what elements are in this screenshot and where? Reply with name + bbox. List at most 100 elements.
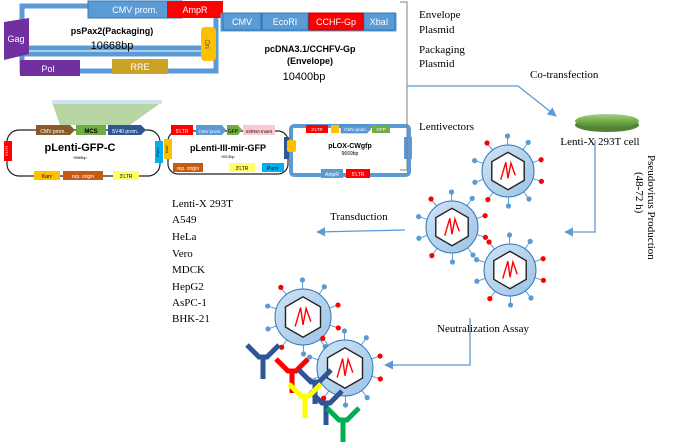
glycoprotein-tip <box>525 139 531 145</box>
envelope-plasmid-label: Plasmid <box>419 24 455 36</box>
glycoprotein-tip <box>527 238 533 244</box>
glycoprotein-tip <box>265 326 271 332</box>
plenti-gfp-rep-label: rep. origin <box>72 174 94 180</box>
capsid-hexagon <box>493 250 527 290</box>
plox-gfp <box>372 125 390 133</box>
plox-small-element <box>331 125 339 133</box>
plenti-mir-5ltr-label: 5'LTR <box>176 129 189 135</box>
rna-genome <box>502 259 518 279</box>
pspax2-name: psPax2(Packaging) <box>71 26 154 36</box>
glycoprotein-tip <box>429 253 435 259</box>
rna-genome <box>500 160 516 180</box>
plenti-gfp-size: 9989bp <box>73 155 87 160</box>
plenti-mir-puro <box>262 163 284 172</box>
plenti-gfp-kan <box>34 171 60 180</box>
plox-name: pLOX-CWgfp <box>328 143 372 150</box>
flow-connectors <box>316 1 596 370</box>
glycoprotein-tip <box>507 302 514 308</box>
glycoprotein-tip <box>265 303 271 309</box>
pcdna-seg-ecori-label: EcoRI <box>273 17 298 27</box>
glycoprotein-tip <box>505 203 512 209</box>
glycoprotein-tip <box>482 234 489 240</box>
plenti-mir-kan <box>164 139 172 159</box>
plenti-mir-gfp-label: GFP <box>228 129 239 135</box>
cotransfection-label: Co-transfection <box>530 69 599 81</box>
lenti-x-cell <box>575 114 639 132</box>
packaging-label: Packaging <box>419 44 465 56</box>
plox-plasmid: 3'LTR CMV prom GFP pLOX-CWgfp 9669bp Amp… <box>287 124 412 178</box>
glycoprotein-tip <box>342 402 349 408</box>
glycoprotein-tip <box>279 344 285 350</box>
pspax2-ori-label: Ori <box>203 39 210 49</box>
pcdna-seg-cmv <box>222 12 262 31</box>
rna-genome <box>444 216 460 236</box>
plenti-mir-size: 9913bp <box>221 154 235 159</box>
plenti-mir-kan-label: Kanʳ <box>164 145 169 153</box>
rna-genome <box>336 356 354 378</box>
plenti-gfp-sv40 <box>108 125 146 135</box>
glycoprotein-tip <box>474 278 480 284</box>
glycoprotein-tip <box>416 235 422 241</box>
plenti-gfp-3ltr <box>113 171 139 180</box>
antibody <box>245 343 281 379</box>
glycoprotein-tip <box>482 213 488 219</box>
glycoprotein-tip <box>449 259 456 265</box>
plox-amp <box>321 169 343 178</box>
glycoprotein-tip <box>320 335 326 341</box>
glycoprotein-tip <box>335 302 341 308</box>
pseudovirus-label: Pseudovirus Production <box>645 155 657 260</box>
plenti-gfp-3ltr-label: 3'LTR <box>120 174 133 180</box>
plox-5ltr <box>346 169 370 178</box>
plenti-gfp-mcs-label: MCS <box>84 129 97 135</box>
cell-line-item: Vero <box>172 248 193 260</box>
plox-gfp-label: GFP <box>376 127 385 132</box>
capsid-hexagon <box>326 346 364 390</box>
pcdna-name: pcDNA3.1/CCHFV-Gp <box>264 44 356 54</box>
envelope-label: Envelope <box>419 9 461 21</box>
cell-line-item: AsPC-1 <box>172 297 207 309</box>
plenti-mir-plasmid: 5'LTR CMV prom. GFP miRNA Insert Kanʳ pL… <box>164 125 292 175</box>
packaging-plasmid-label: Plasmid <box>419 58 455 70</box>
plenti-mir-rep <box>173 163 203 172</box>
glycoprotein-tip <box>484 140 490 146</box>
glycoprotein-tip <box>341 328 348 334</box>
glycoprotein-tip <box>335 325 341 331</box>
glycoprotein-tip <box>300 351 307 357</box>
virus-particle <box>473 232 547 308</box>
plox-5ltr-label: 5'LTR <box>352 172 365 178</box>
glycoprotein-tip <box>485 197 491 203</box>
antibody <box>325 406 361 442</box>
cell-line-item: BHK-21 <box>172 313 210 325</box>
capsid-hexagon <box>435 207 469 247</box>
pcdna-seg-xbai <box>363 12 396 31</box>
plenti-gfp-plasmid: CMV prom. MCS SV40 prom. 5'LTR Puroʳ pLe… <box>4 100 163 180</box>
glycoprotein-tip <box>377 376 383 382</box>
plenti-gfp-rep <box>63 171 103 180</box>
glycoprotein-tip <box>471 158 478 164</box>
glycoprotein-tip <box>538 178 545 184</box>
glycoprotein-tip <box>528 295 534 301</box>
plox-3ltr <box>306 125 328 133</box>
pspax2-ampr-label: AmpR <box>182 5 208 15</box>
plenti-mir-insert-label: miRNA Insert <box>246 129 273 134</box>
plenti-gfp-name: pLenti-GFP-C <box>45 142 116 154</box>
glycoprotein-tip <box>469 195 475 201</box>
pseudovirus-arrow <box>564 140 596 237</box>
pcdna-size: 10400bp <box>283 71 326 83</box>
plenti-gfp-sv40-label: SV40 prom. <box>112 129 138 135</box>
pspax2-pol-box <box>20 60 80 76</box>
glycoprotein-tip <box>473 257 480 263</box>
glycoprotein-tip <box>307 354 313 360</box>
virus-particle <box>265 277 341 357</box>
pcdna-seg-cchf-label: CCHF-Gp <box>316 17 356 27</box>
plox-size: 9669bp <box>342 151 359 157</box>
neutralization-arrow <box>384 318 471 370</box>
glycoprotein-tip <box>540 277 547 283</box>
plenti-mir-3ltr <box>229 163 255 172</box>
mcs-sequence-strip <box>52 100 162 104</box>
pspax2-gag-label: Gag <box>7 34 24 44</box>
neutralization-label: Neutralization Assay <box>437 323 529 335</box>
plenti-mir-puro-label: Puroʳ <box>267 166 280 172</box>
plenti-gfp-cmv-label: CMV prom. <box>40 129 65 135</box>
